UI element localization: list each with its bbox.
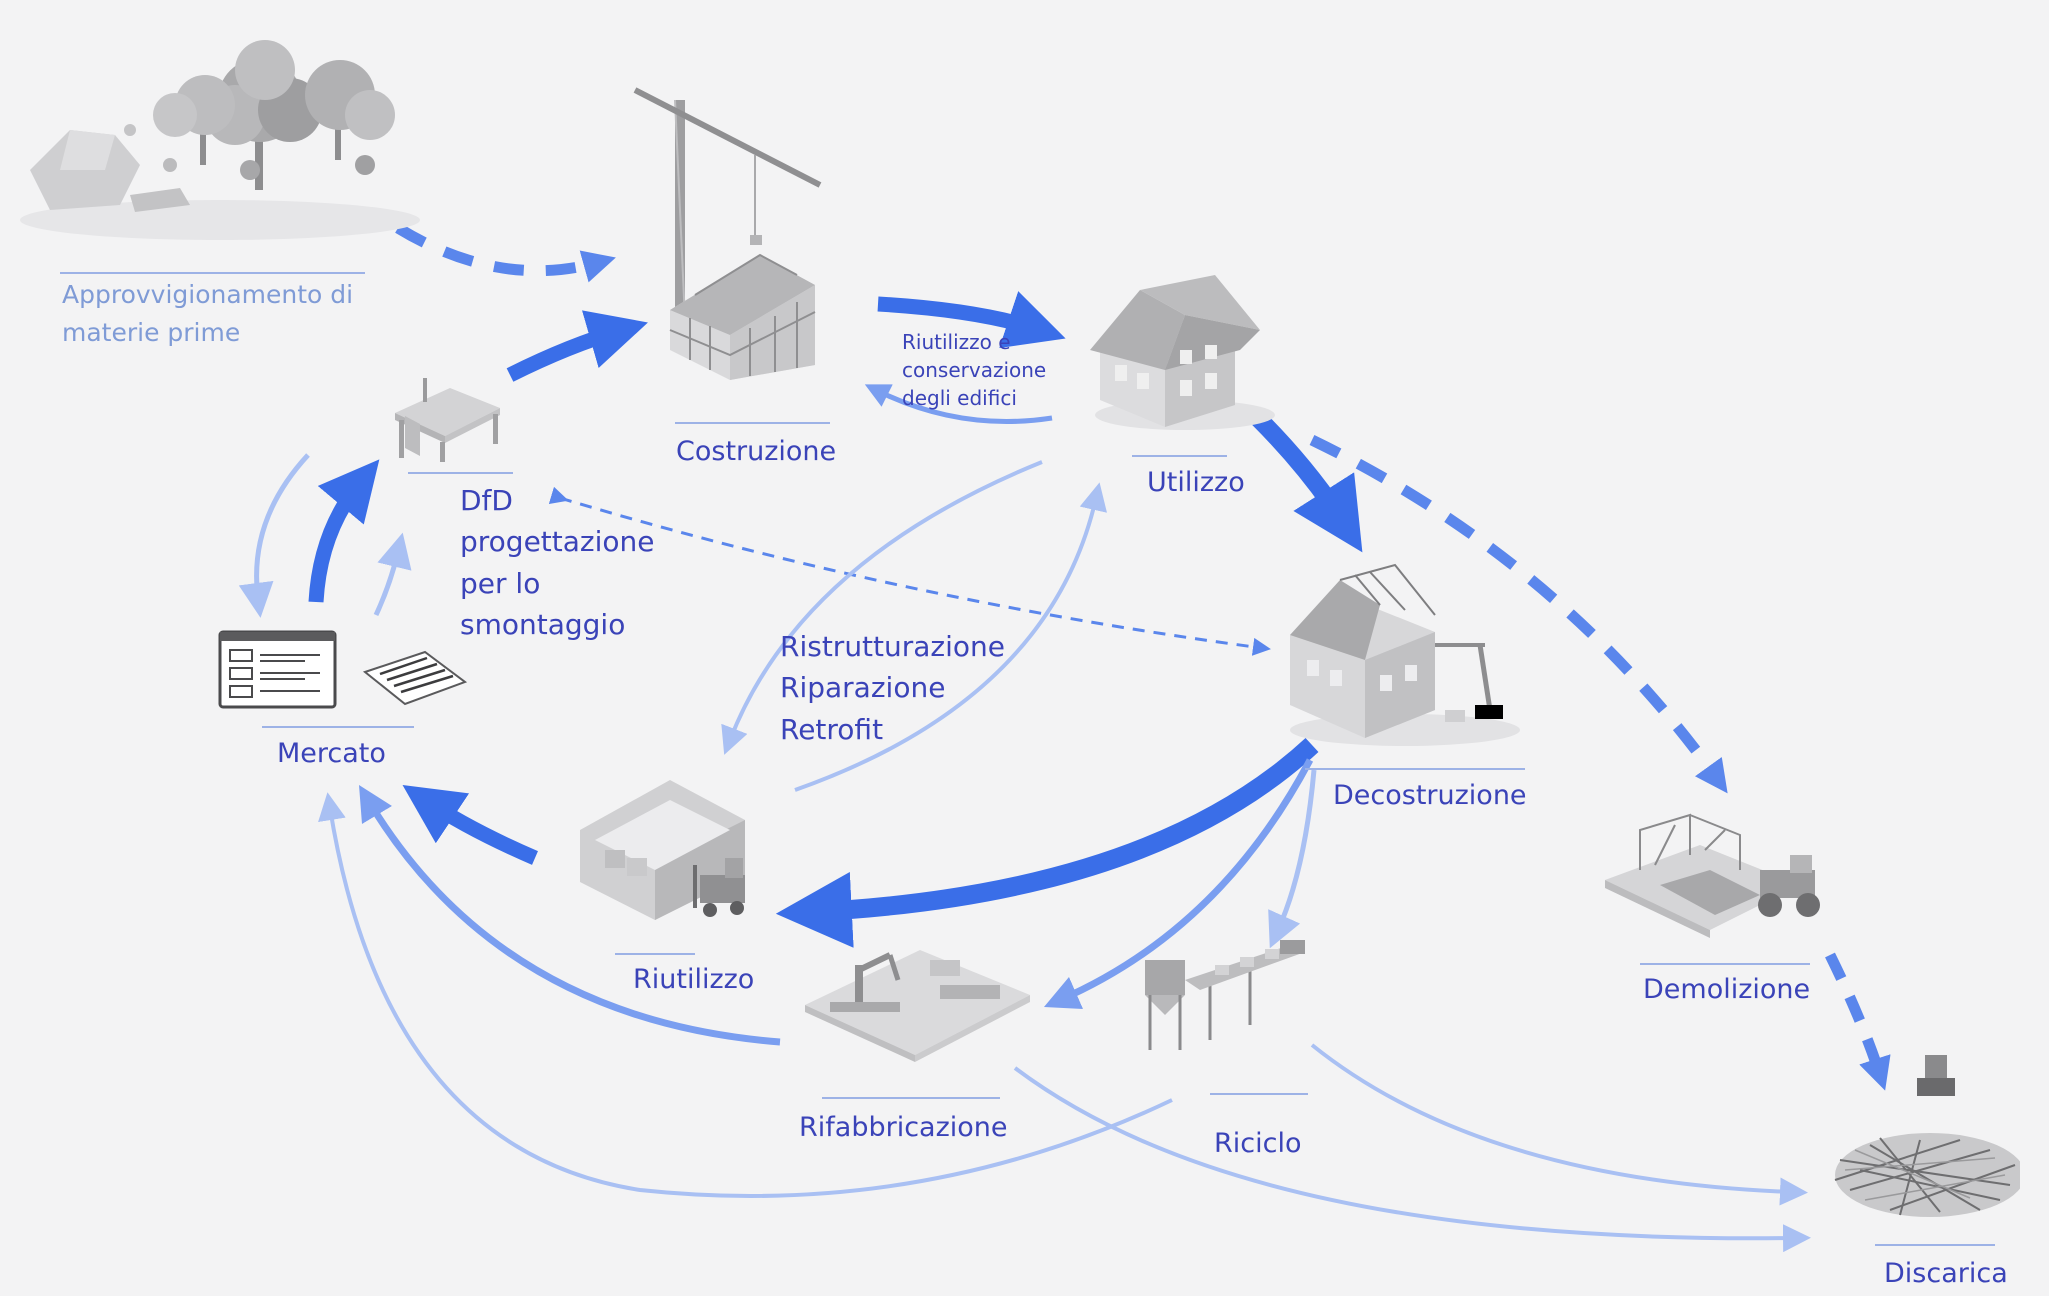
arrow-use-to-deconstruction <box>1251 411 1363 553</box>
underline-market <box>262 726 414 728</box>
arrow-use-to-construction <box>864 384 1053 424</box>
house-icon <box>1090 275 1275 430</box>
arrow-deconstruction-to-recycling <box>1268 769 1317 949</box>
underline-demolition <box>1640 963 1810 965</box>
arrow-dfd-to-market <box>238 453 310 618</box>
arrow-market-to-dfd-small <box>373 532 412 617</box>
crane-house-construction-icon <box>633 87 822 380</box>
arrow-remanufacturing-to-market <box>358 784 781 1046</box>
label-reuse: Riutilizzo <box>633 964 755 995</box>
label-dfd: DfD progettazione per lo smontaggio <box>460 484 655 642</box>
arrow-raw-to-construction <box>395 223 616 283</box>
label-remanufacturing: Rifabbricazione <box>799 1112 1008 1143</box>
arrow-demolition-to-landfill <box>1825 952 1891 1091</box>
label-use: Utilizzo <box>1147 467 1245 498</box>
design-desk-icon <box>395 378 500 462</box>
arrow-recycling-to-landfill <box>1310 1043 1808 1206</box>
arrow-reuse-to-market <box>402 785 538 865</box>
arrow-renovation-down <box>721 460 1043 755</box>
underline-dfd <box>408 472 513 474</box>
arrow-construction-to-use <box>877 291 1066 349</box>
label-market: Mercato <box>277 738 386 769</box>
label-construction: Costruzione <box>676 436 837 467</box>
warehouse-forklift-icon <box>580 780 745 920</box>
underline-remanufacturing <box>822 1097 1000 1099</box>
arrow-remanufacturing-to-landfill <box>1013 1066 1811 1253</box>
arrow-deconstruction-to-reuse <box>775 738 1319 948</box>
factory-robot-arm-icon <box>805 950 1030 1062</box>
label-recycling: Riciclo <box>1214 1128 1302 1159</box>
arrow-dfd-to-construction <box>506 310 648 382</box>
arrow-dfd-deconstruction <box>548 486 1271 656</box>
forest-and-rocks-icon <box>20 40 420 240</box>
underline-deconstruction <box>1305 768 1525 770</box>
arrow-market-to-dfd <box>308 459 380 603</box>
label-deconstruction: Decostruzione <box>1333 780 1527 811</box>
demolition-bulldozer-icon <box>1605 813 1820 938</box>
arrow-deconstruction-to-remanufacturing <box>1043 758 1314 1010</box>
underline-raw-materials <box>60 272 365 274</box>
underline-construction <box>675 422 830 424</box>
label-raw-materials: Approvvigionamento di materie prime <box>62 280 354 347</box>
label-renovation: Ristrutturazione Riparazione Retrofit <box>780 630 1006 746</box>
deconstruction-site-icon <box>1290 563 1520 746</box>
recycling-plant-icon <box>1145 940 1305 1050</box>
arrow-renovation-up <box>794 482 1107 792</box>
arrow-use-to-demolition <box>1309 435 1728 794</box>
underline-use <box>1132 455 1227 457</box>
label-building-reuse-conservation: Riutilizzo e conservazione degli edifici <box>902 330 1047 410</box>
label-landfill: Discarica <box>1884 1258 2008 1289</box>
label-demolition: Demolizione <box>1643 974 1811 1005</box>
underline-recycling <box>1210 1093 1308 1095</box>
marketplace-screen-icon <box>218 630 468 709</box>
arrow-recycling-to-market <box>318 792 1173 1198</box>
underline-reuse <box>615 953 695 955</box>
landfill-debris-icon <box>1834 1055 2020 1217</box>
underline-landfill <box>1875 1244 1995 1246</box>
